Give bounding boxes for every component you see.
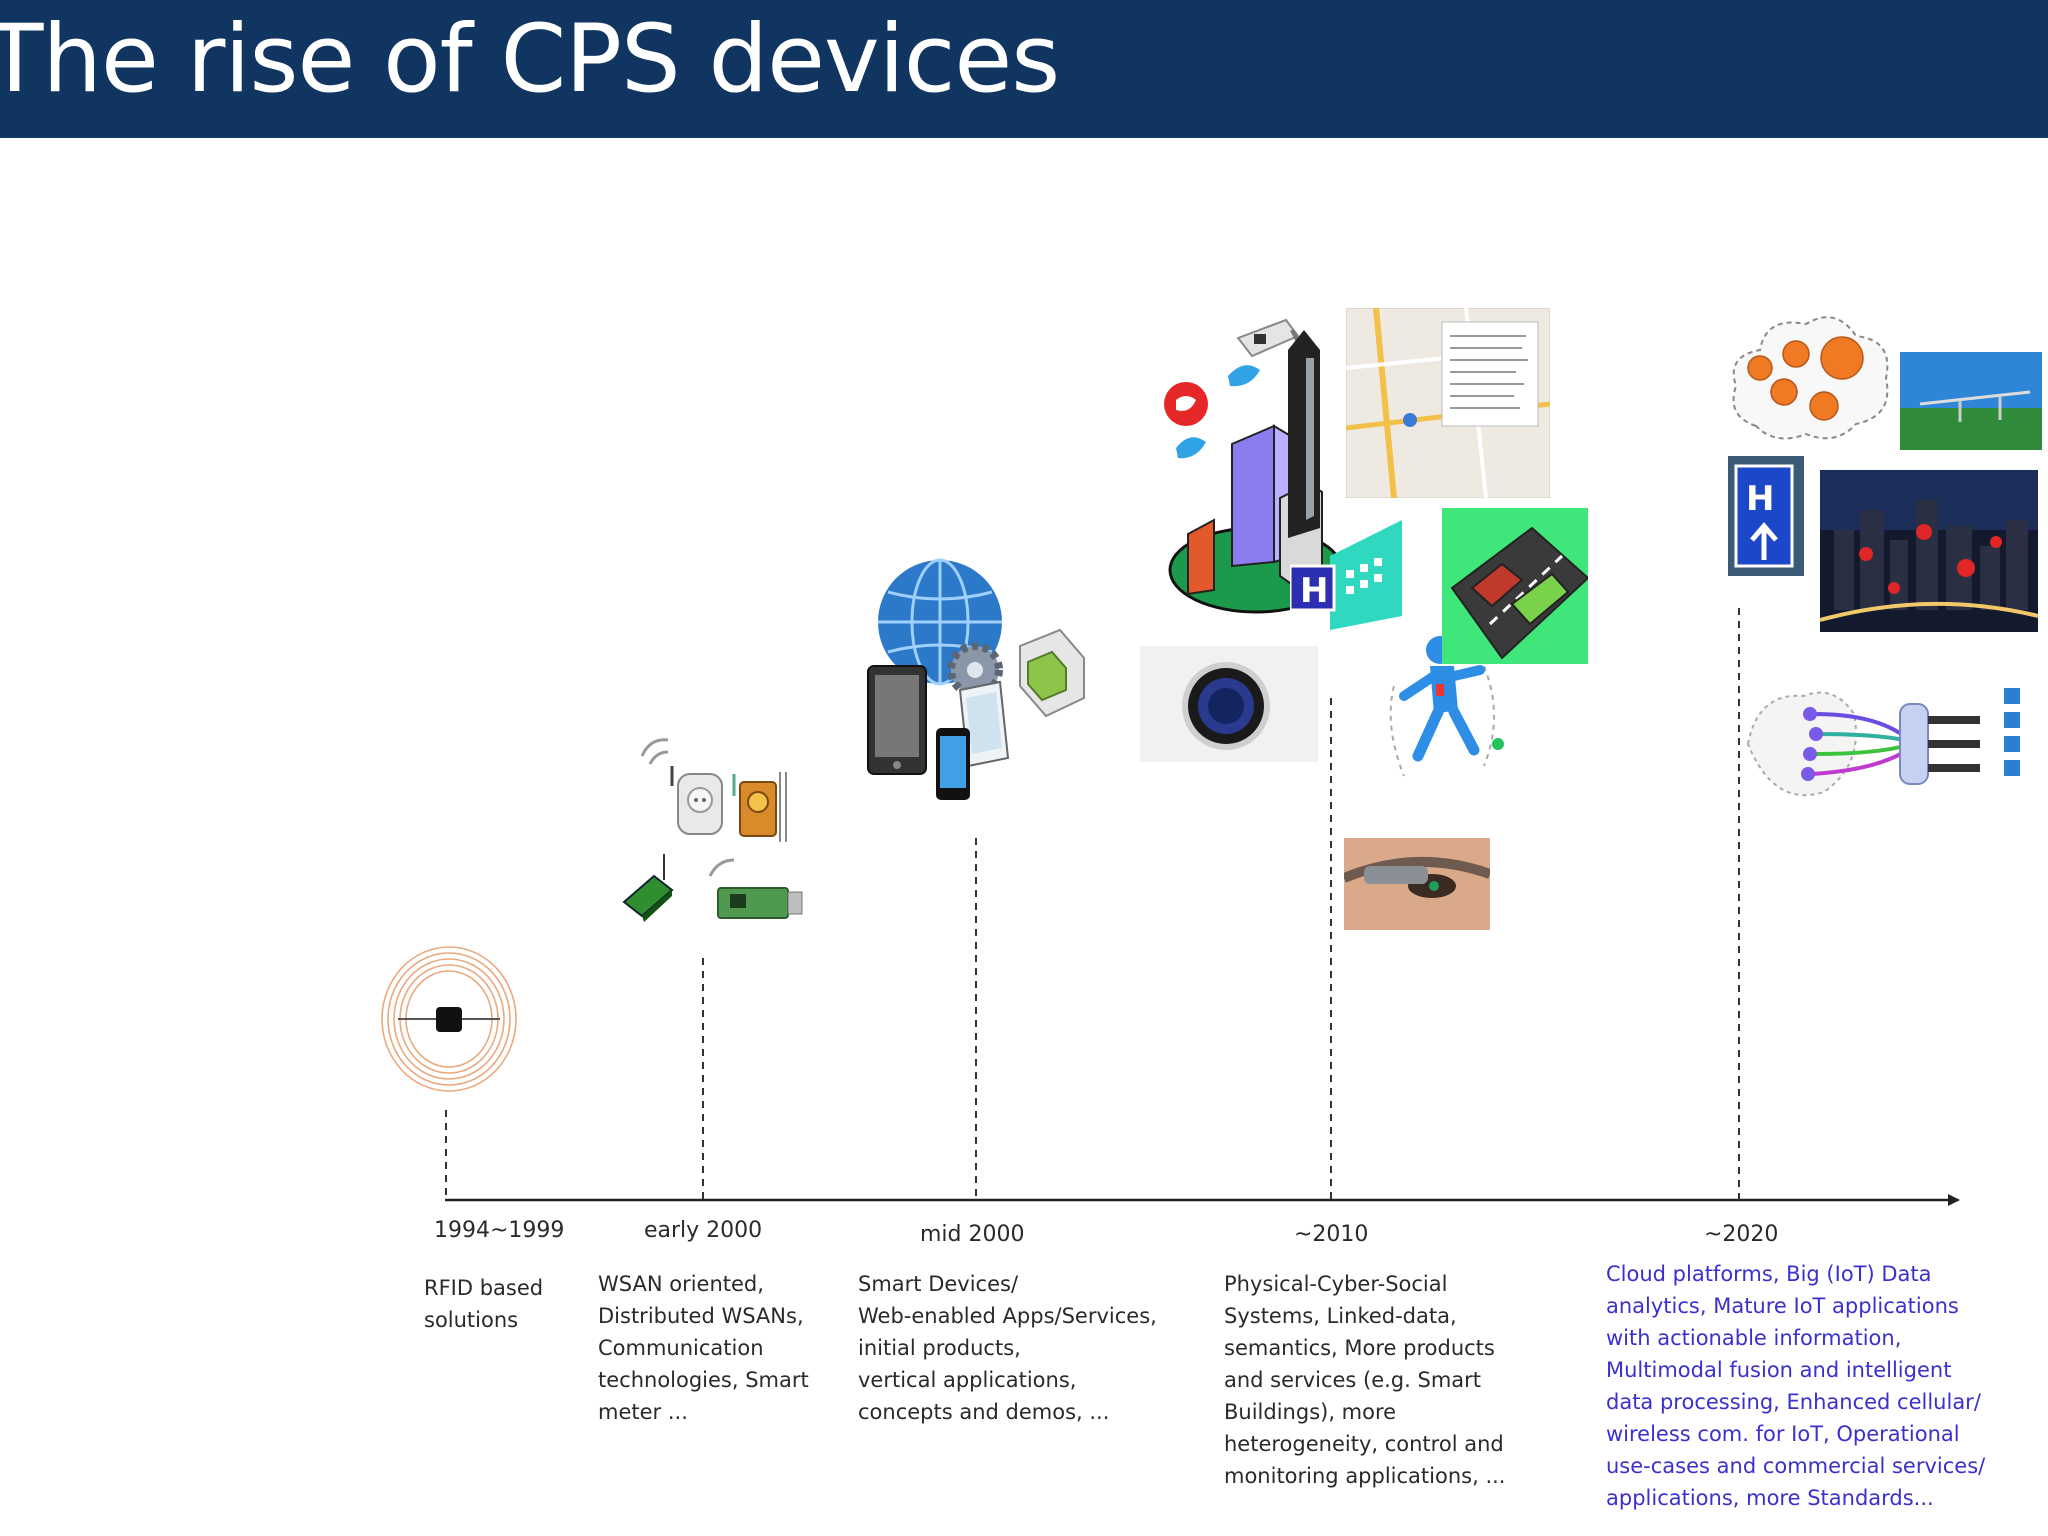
timeline-period-label: ~2010 xyxy=(1294,1222,1369,1247)
smart-meter-icon xyxy=(732,772,787,842)
tablet-icon xyxy=(867,665,927,775)
rfid-tag-icon xyxy=(381,946,517,1092)
cloud-icon xyxy=(1732,316,1889,440)
timeline-period-description-highlighted: Cloud platforms, Big (IoT) Data analytic… xyxy=(1606,1262,1986,1510)
wireless-signal-icon xyxy=(640,738,669,765)
svg-text:H: H xyxy=(1300,571,1328,611)
smart-thermostat-icon xyxy=(1140,646,1318,762)
iot-fusion-icon xyxy=(1746,688,2020,797)
timeline-period-label: ~2020 xyxy=(1704,1222,1779,1247)
city-night-icon xyxy=(1820,470,2038,632)
smart-device-box-icon xyxy=(1019,628,1085,718)
smart-plug-icon xyxy=(670,766,723,835)
car-icon xyxy=(1442,508,1588,664)
sensor-board-icon xyxy=(708,858,803,919)
smart-glasses-icon xyxy=(1344,838,1490,930)
slide-title: The rise of CPS devices xyxy=(0,5,1060,114)
slide-header: The rise of CPS devices xyxy=(0,0,2048,138)
timeline-period-description: WSAN oriented, Distributed WSANs, Commun… xyxy=(598,1272,809,1424)
svg-text:H: H xyxy=(1746,479,1774,519)
timeline-period-label: 1994~1999 xyxy=(434,1218,565,1243)
timeline-period-label: mid 2000 xyxy=(920,1222,1025,1247)
timeline-period-description: RFID based solutions xyxy=(424,1276,544,1332)
wsan-devices-cluster xyxy=(622,738,803,922)
timeline-period-label: early 2000 xyxy=(644,1218,763,1243)
timeline-period-description: Physical-Cyber-Social Systems, Linked-da… xyxy=(1224,1272,1506,1488)
timeline-lines xyxy=(445,608,1960,1206)
hospital-icon: H xyxy=(1290,520,1402,630)
wireless-sensor-node-icon xyxy=(622,854,674,922)
runner-icon xyxy=(1389,636,1504,777)
timeline-period-description: Smart Devices/ Web-enabled Apps/Services… xyxy=(858,1272,1157,1424)
twitter-icon xyxy=(1164,365,1260,459)
tablet-white-icon xyxy=(958,680,1010,768)
smartphone-icon xyxy=(936,728,970,800)
map-icon xyxy=(1346,308,1550,498)
smart-farm-icon xyxy=(1900,352,2042,450)
timeline-diagram: H xyxy=(0,138,2048,1536)
smart-devices-cluster xyxy=(867,558,1085,800)
hospital-sign-icon: H xyxy=(1728,456,1804,576)
